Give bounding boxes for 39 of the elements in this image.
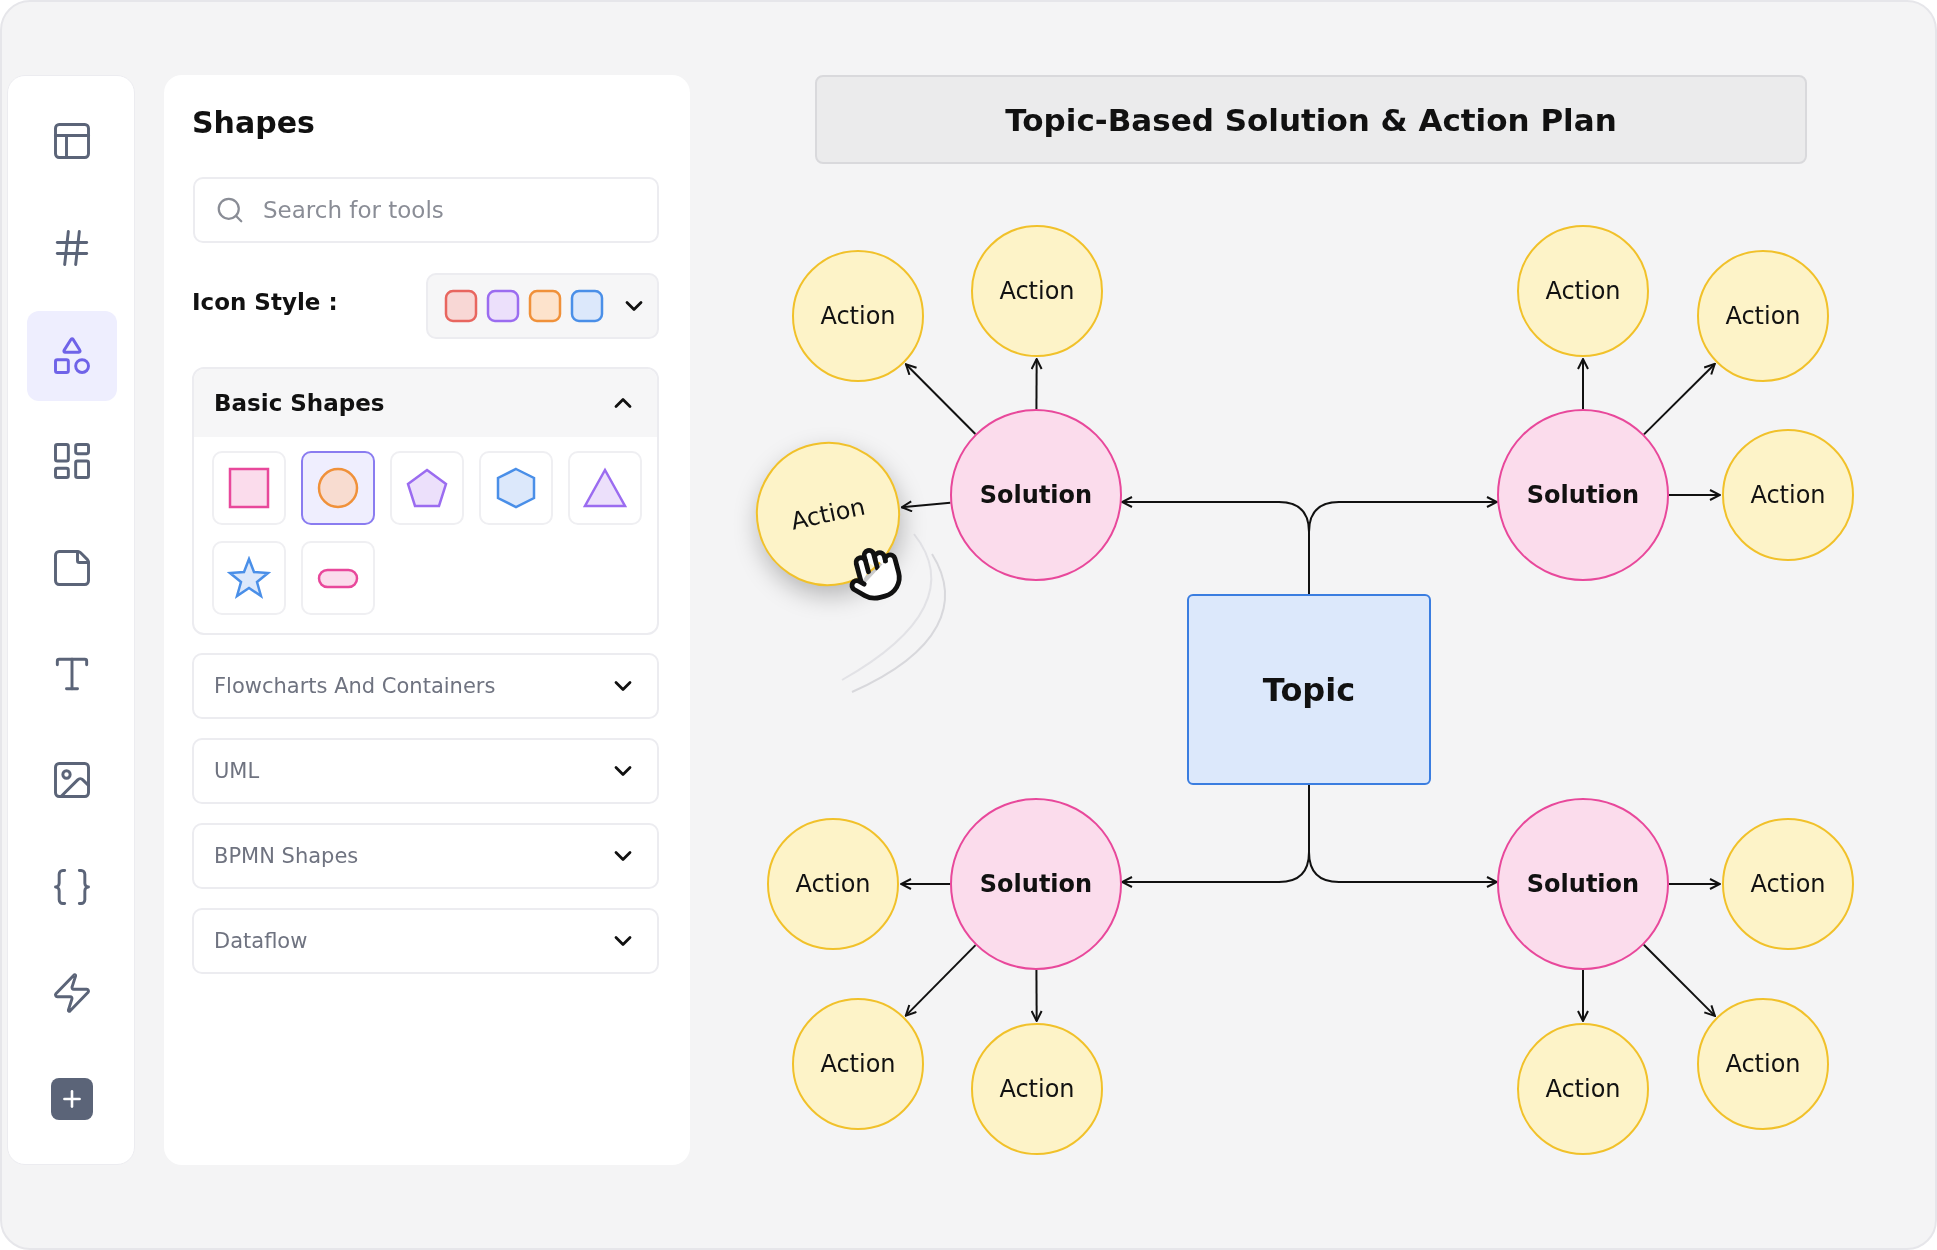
arrow <box>1642 943 1716 1017</box>
arrow <box>900 500 952 513</box>
solution-circle: Solution <box>1497 798 1669 970</box>
diagram-title: Topic-Based Solution & Action Plan <box>815 75 1807 164</box>
action-circle: Action <box>1517 1023 1649 1155</box>
arrow <box>1643 362 1716 436</box>
accordion-header: Flowcharts And Containers <box>192 653 659 719</box>
action-circle: Action <box>1722 818 1854 950</box>
arrow <box>1577 969 1589 1022</box>
arrow <box>1577 358 1589 410</box>
action-circle: Action <box>792 250 924 382</box>
arrow <box>1308 784 1498 888</box>
action-circle: Action <box>971 225 1103 357</box>
section-header: Basic Shapes <box>194 369 657 437</box>
solution-circle: Solution <box>1497 409 1669 581</box>
arrow <box>904 944 977 1017</box>
accordion-header: BPMN Shapes <box>192 823 659 889</box>
arrow <box>904 363 977 435</box>
action-circle: Action <box>1697 250 1829 382</box>
arrow <box>1668 489 1721 501</box>
action-circle: Action <box>1517 225 1649 357</box>
arrow <box>1030 358 1043 410</box>
search-field: Search for tools <box>193 177 659 243</box>
arrow <box>1668 878 1721 890</box>
action-circle: Action <box>767 818 899 950</box>
action-circle: Action <box>792 998 924 1130</box>
field-label: Icon Style : <box>192 289 338 315</box>
action-circle: Action <box>1697 998 1829 1130</box>
arrow <box>1030 969 1043 1022</box>
arrow <box>900 878 951 890</box>
action-circle: Action <box>971 1023 1103 1155</box>
panel-title: Shapes <box>192 105 315 140</box>
solution-circle: Solution <box>950 798 1122 970</box>
solution-circle: Solution <box>950 409 1122 581</box>
arrow <box>1308 496 1498 595</box>
action-circle: Action <box>1722 429 1854 561</box>
accordion-header: UML <box>192 738 659 804</box>
accordion-header: Dataflow <box>192 908 659 974</box>
topic-box: Topic <box>1187 594 1431 785</box>
